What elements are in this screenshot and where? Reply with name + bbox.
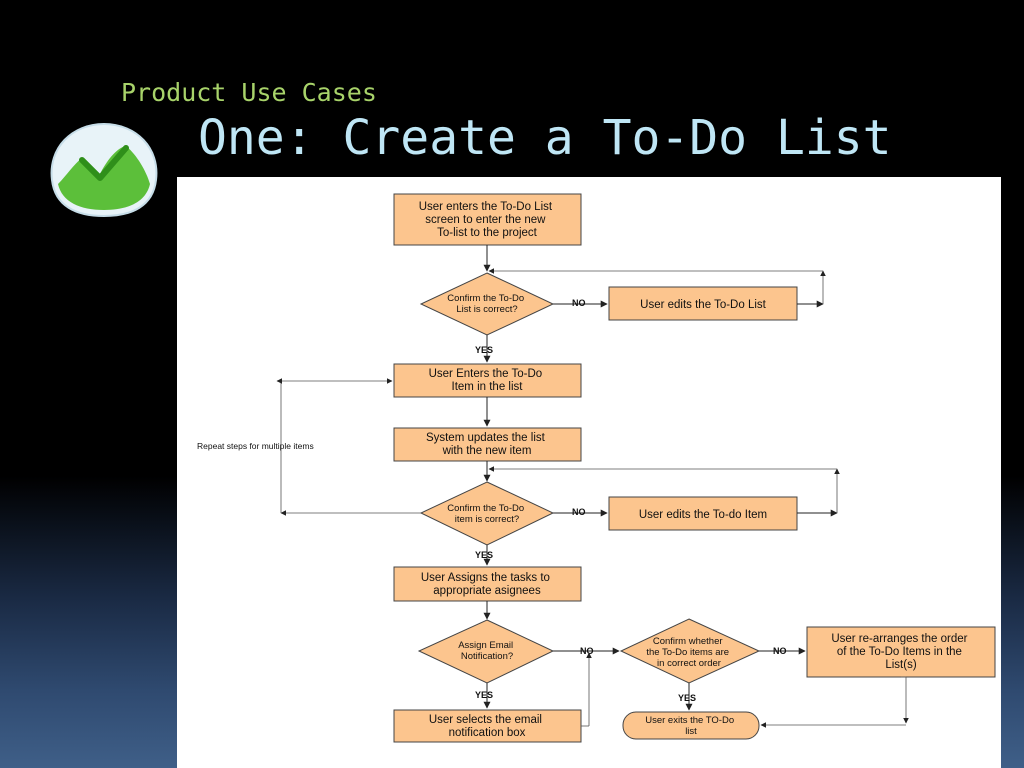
svg-text:Assign Email Notificat: Assign Email Notification? <box>458 640 516 662</box>
label-repeat: Repeat steps for multiple items <box>197 441 314 451</box>
node-enter-screen-line1: User enters the To-Do List <box>419 201 553 213</box>
svg-text:User re-arranges the order: User re-arranges the order of the To-Do … <box>831 633 970 671</box>
svg-text:User exits the TO-Do l: User exits the TO-Do list <box>645 715 737 737</box>
node-assign-email: Assign Email Notification? <box>417 619 555 684</box>
label-yes-1: YES <box>475 345 493 355</box>
label-no-3: NO <box>580 646 594 656</box>
svg-text:Confirm whether the To: Confirm whether the To-Do items are in c… <box>646 636 731 669</box>
node-confirm-list-line2: List is correct? <box>456 304 517 315</box>
node-select-email: User selects the email notification box <box>393 709 582 743</box>
node-assign-tasks: User Assigns the tasks to appropriate as… <box>393 566 582 602</box>
label-no-4: NO <box>773 646 787 656</box>
basecamp-logo-icon <box>50 122 158 218</box>
node-exit-line2: list <box>685 726 697 737</box>
node-confirm-order: Confirm whether the To-Do items are in c… <box>619 618 761 684</box>
node-assign-tasks-line1: User Assigns the tasks to <box>421 572 550 584</box>
label-no-1: NO <box>572 298 586 308</box>
node-rearrange: User re-arranges the order of the To-Do … <box>806 626 996 678</box>
label-yes-3: YES <box>475 690 493 700</box>
node-update-list-line1: System updates the list <box>426 432 546 444</box>
node-assign-email-line2: Notification? <box>461 651 513 662</box>
svg-text:Confirm the To-Do List: Confirm the To-Do List is correct? <box>447 293 527 315</box>
svg-text:User Assigns the tasks to: User Assigns the tasks to appropriate as… <box>421 572 553 597</box>
node-enter-screen: User enters the To-Do List screen to ent… <box>393 193 582 246</box>
node-enter-item: User Enters the To-Do Item in the list <box>393 363 582 398</box>
node-edit-item-text: User edits the To-do Item <box>639 509 767 521</box>
svg-text:User selects the email: User selects the email notification box <box>429 714 545 739</box>
node-rearrange-line2: of the To-Do Items in the <box>837 646 962 658</box>
node-confirm-order-line1: Confirm whether <box>653 636 723 647</box>
flowchart: User enters the To-Do List screen to ent… <box>197 193 996 743</box>
node-enter-screen-line3: To-list to the project <box>437 227 538 239</box>
label-yes-2: YES <box>475 550 493 560</box>
svg-text:User Enters the To-Do: User Enters the To-Do Item in the list <box>429 368 546 393</box>
node-enter-screen-line2: screen to enter the new <box>425 214 546 226</box>
node-enter-item-line2: Item in the list <box>452 381 524 393</box>
node-confirm-item-line1: Confirm the To-Do <box>447 503 524 514</box>
node-update-list: System updates the list with the new ite… <box>393 427 582 462</box>
node-select-email-line2: notification box <box>449 727 526 739</box>
node-confirm-order-line3: in correct order <box>657 658 721 669</box>
node-confirm-item: Confirm the To-Do item is correct? <box>419 481 555 546</box>
node-confirm-item-line2: item is correct? <box>455 514 519 525</box>
slide-subtitle: Product Use Cases <box>121 78 377 107</box>
node-edit-list: User edits the To-Do List <box>608 286 798 321</box>
node-enter-item-line1: User Enters the To-Do <box>429 368 543 380</box>
node-select-email-line1: User selects the email <box>429 714 542 726</box>
node-exit-line1: User exits the TO-Do <box>645 715 734 726</box>
flowchart-panel: User enters the To-Do List screen to ent… <box>177 177 1001 768</box>
node-confirm-order-line2: the To-Do items are <box>646 647 729 658</box>
node-edit-item: User edits the To-do Item <box>608 496 798 531</box>
label-no-2: NO <box>572 507 586 517</box>
svg-text:User enters the To-Do List: User enters the To-Do List screen to ent… <box>419 201 556 239</box>
node-confirm-list-line1: Confirm the To-Do <box>447 293 524 304</box>
node-assign-tasks-line2: appropriate asignees <box>433 585 541 597</box>
node-confirm-list: Confirm the To-Do List is correct? <box>419 272 555 336</box>
label-yes-4: YES <box>678 693 696 703</box>
node-edit-list-text: User edits the To-Do List <box>640 299 767 311</box>
svg-text:Confirm the To-Do item: Confirm the To-Do item is correct? <box>447 503 527 525</box>
node-rearrange-line1: User re-arranges the order <box>831 633 967 645</box>
slide-title: One: Create a To-Do List <box>198 110 892 166</box>
node-rearrange-line3: List(s) <box>885 659 916 671</box>
node-exit: User exits the TO-Do list <box>622 711 760 740</box>
node-update-list-line2: with the new item <box>442 445 532 457</box>
svg-text:System updates the list: System updates the list with the new ite… <box>426 432 548 457</box>
node-assign-email-line1: Assign Email <box>458 640 513 651</box>
